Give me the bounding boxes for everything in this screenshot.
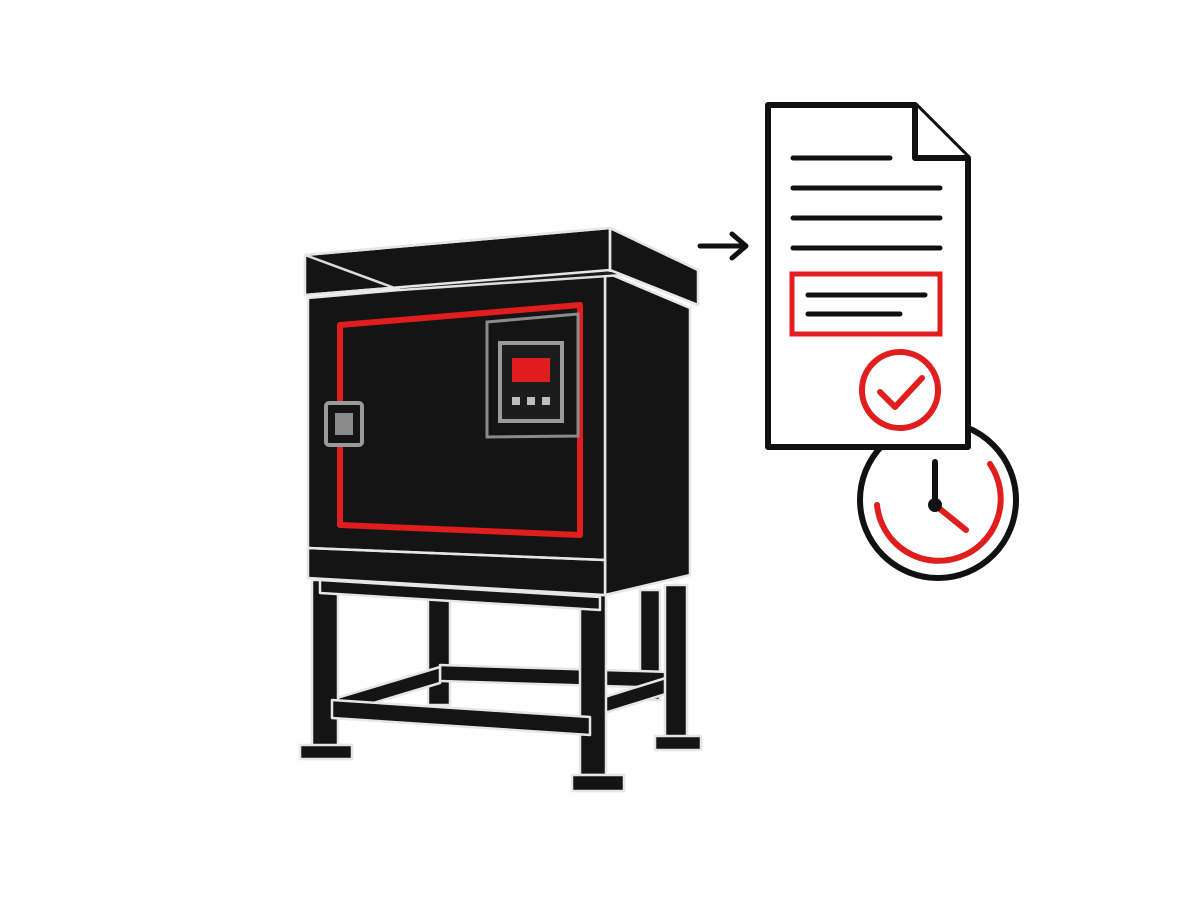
- cabinet-side: [603, 270, 692, 597]
- control-panel-housing: [498, 341, 564, 423]
- stand-rail-back: [438, 663, 672, 690]
- cabinet-stand: [298, 578, 703, 793]
- stand-leg-back-left: [426, 593, 452, 707]
- stand-foot-rear-right: [653, 734, 703, 752]
- arrow-right-icon: [697, 231, 749, 261]
- stand-rail-front: [330, 698, 592, 737]
- panel-button-3: [542, 397, 550, 405]
- stand-foot-front-left: [298, 743, 354, 761]
- checkmark-circle-icon: [859, 349, 941, 431]
- panel-button-2: [527, 397, 535, 405]
- door-handle-icon: [324, 401, 364, 447]
- stand-foot-front-right: [570, 773, 626, 793]
- stand-leg-front-right: [578, 593, 608, 777]
- document-text-lines: [790, 155, 943, 251]
- clock-icon: [857, 419, 1019, 581]
- stand-leg-front-left: [310, 578, 340, 752]
- document-icon: [765, 102, 971, 450]
- oven-cabinet-icon: [298, 226, 703, 793]
- stand-rail-top-front: [318, 578, 602, 612]
- control-panel: [485, 312, 580, 439]
- stand-leg-rear-right: [663, 583, 689, 742]
- document-highlight-box: [789, 271, 943, 337]
- cabinet-door-frame: [337, 302, 583, 538]
- panel-button-1: [512, 397, 520, 405]
- digital-display-icon: [512, 358, 550, 382]
